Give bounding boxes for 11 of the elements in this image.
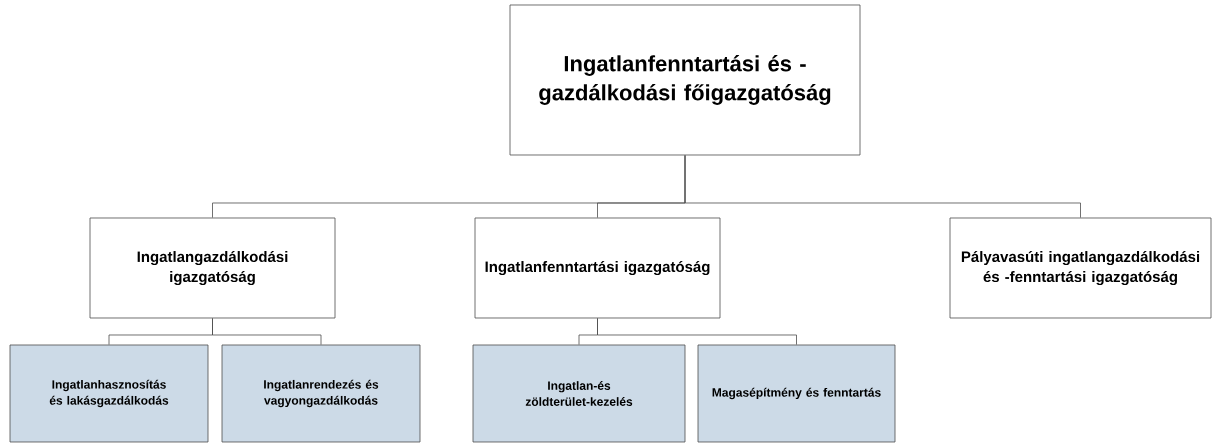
connector [212, 318, 322, 345]
connector [597, 318, 797, 345]
org-box: Ingatlanfenntartási és -gazdálkodási főigazgatóság [509, 4, 861, 156]
connector [684, 155, 1081, 218]
org-box: Ingatlan-és zöldterület-kezelés [472, 344, 686, 443]
org-box: Ingatlanhasznosítás és lakásgazdálkodás [9, 344, 209, 443]
org-box: Ingatlanfenntartási igazgatóság [474, 217, 721, 319]
org-box: Ingatlanrendezés és vagyongazdálkodás [221, 344, 421, 443]
org-box: Ingatlangazdálkodási igazgatóság [89, 217, 336, 319]
org-box: Magasépítmény és fenntartás [697, 344, 896, 443]
org-box: Pályavasúti ingatlangazdálkodási és -fenntartási igazgatóság [949, 217, 1212, 319]
